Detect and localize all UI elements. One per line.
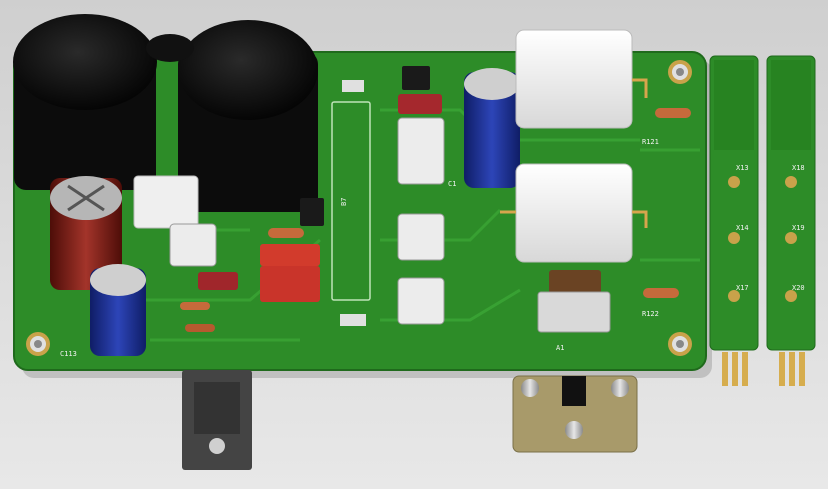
bar-outline (331, 101, 371, 301)
label-x17: X17 (736, 284, 749, 292)
label-x13: X13 (736, 164, 749, 172)
bottom-parts (182, 370, 638, 470)
white-power-resistors (500, 29, 648, 263)
label-bar: B7 (340, 198, 348, 206)
label-c1: C1 (448, 180, 456, 188)
label-x19: X19 (792, 224, 805, 232)
large-capacitors (13, 14, 318, 212)
label-r121: R121 (642, 138, 659, 146)
label-r122: R122 (642, 310, 659, 318)
blue-capacitors (90, 68, 520, 356)
relay-block (133, 175, 199, 229)
header-top (342, 80, 364, 92)
axial-resistors (180, 108, 691, 332)
red-capacitor (50, 176, 122, 290)
label-a1: A1 (556, 344, 564, 352)
label-c113: C113 (60, 350, 77, 358)
film-capacitors (198, 94, 601, 302)
label-x14: X14 (736, 224, 749, 232)
header-bottom (340, 314, 366, 326)
label-x20: X20 (792, 284, 805, 292)
side-boards (709, 55, 816, 386)
mounting-holes (26, 60, 692, 356)
connectors (169, 66, 611, 333)
label-x18: X18 (792, 164, 805, 172)
